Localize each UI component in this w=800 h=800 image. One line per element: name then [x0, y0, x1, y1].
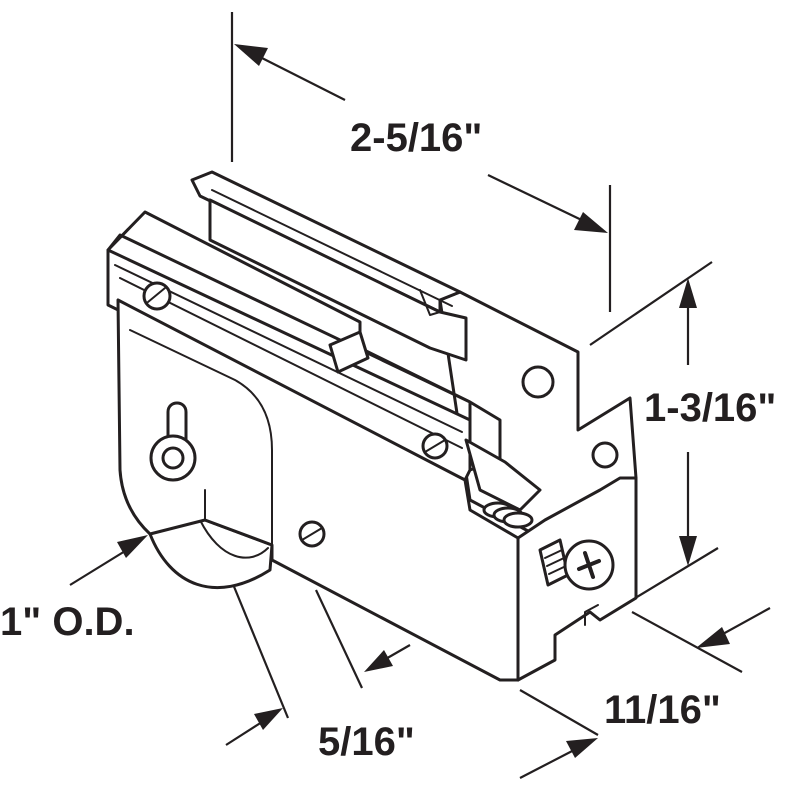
spring	[482, 501, 534, 529]
wheel-od-label: 1" O.D.	[0, 600, 135, 644]
phillips-screw-icon	[538, 538, 615, 591]
wheel-width-label: 5/16"	[318, 720, 415, 764]
length-dimension-label: 2-5/16"	[350, 116, 483, 160]
depth-dimension-label: 11/16"	[604, 688, 721, 732]
dimension-lines	[69, 12, 771, 779]
roller-assembly	[106, 170, 638, 682]
height-dimension-label: 1-3/16"	[644, 386, 777, 430]
